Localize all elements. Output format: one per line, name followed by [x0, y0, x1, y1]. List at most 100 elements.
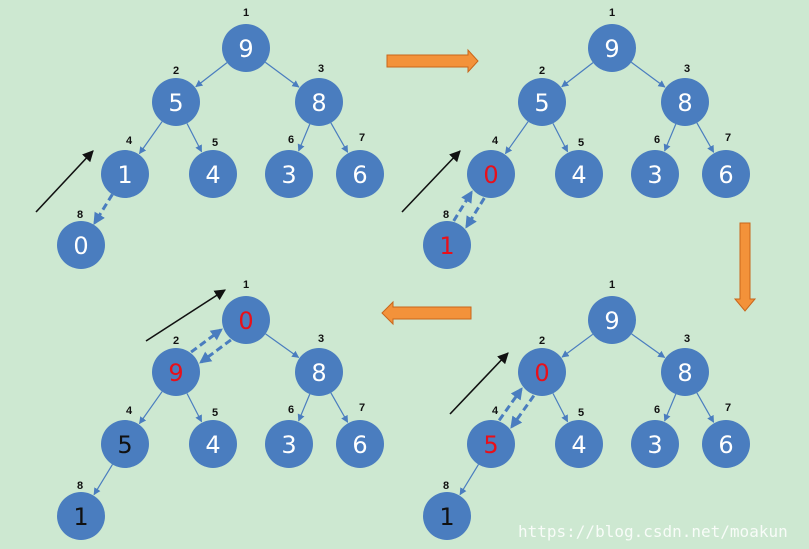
tree-edge [696, 392, 715, 423]
heap-node: 0 [518, 348, 566, 396]
node-index-label: 6 [288, 134, 294, 146]
node-value: 6 [352, 431, 367, 459]
node-value: 8 [311, 359, 326, 387]
heap-node: 3 [631, 150, 679, 198]
node-value: 4 [571, 161, 586, 189]
node-index-label: 5 [212, 137, 218, 149]
node-circle [588, 24, 636, 72]
node-index-label: 3 [684, 333, 690, 345]
heap-node: 0 [222, 296, 270, 344]
node-value: 9 [604, 307, 619, 335]
node-value: 3 [281, 431, 296, 459]
node-index-label: 7 [725, 132, 731, 144]
node-value: 5 [168, 89, 183, 117]
node-circle [423, 221, 471, 269]
node-value: 0 [238, 307, 253, 335]
node-index-label: 8 [77, 480, 83, 492]
heap-node: 1 [57, 492, 105, 540]
tree-edge [93, 464, 113, 496]
node-value: 8 [311, 89, 326, 117]
node-circle [518, 78, 566, 126]
tree-edge [186, 123, 203, 153]
node-circle [57, 221, 105, 269]
heap-node: 6 [336, 150, 384, 198]
node-value: 1 [439, 232, 454, 260]
node-index-label: 4 [126, 135, 133, 147]
heap-node: 1 [423, 221, 471, 269]
node-value: 0 [73, 232, 88, 260]
node-index-label: 7 [359, 132, 365, 144]
node-circle [702, 420, 750, 468]
node-index-label: 8 [443, 209, 449, 221]
node-circle [189, 150, 237, 198]
tree-edge [552, 123, 569, 153]
node-circle [555, 420, 603, 468]
tree-edge [264, 61, 300, 88]
node-index-label: 7 [359, 402, 365, 414]
heap-node: 1 [101, 150, 149, 198]
heap-node: 8 [295, 78, 343, 126]
heap-node: 1 [423, 492, 471, 540]
node-circle [336, 420, 384, 468]
node-index-label: 6 [654, 134, 660, 146]
node-circle [152, 348, 200, 396]
node-circle [295, 348, 343, 396]
node-circle [57, 492, 105, 540]
heap-node: 8 [295, 348, 343, 396]
node-index-label: 4 [492, 405, 499, 417]
heap-node: 0 [57, 221, 105, 269]
heap-node: 8 [661, 348, 709, 396]
heap-node: 4 [555, 420, 603, 468]
tree-edge [696, 122, 715, 153]
node-value: 9 [604, 35, 619, 63]
node-index-label: 3 [318, 63, 324, 75]
orange-flow-arrow [733, 222, 757, 312]
node-index-label: 7 [725, 402, 731, 414]
node-index-label: 3 [318, 333, 324, 345]
direction-arrow [401, 150, 461, 213]
node-index-label: 4 [126, 405, 133, 417]
node-index-label: 8 [77, 209, 83, 221]
tree-edge [663, 123, 677, 152]
node-circle [661, 348, 709, 396]
node-index-label: 4 [492, 135, 499, 147]
node-index-label: 1 [243, 7, 249, 19]
tree-edge [330, 392, 349, 423]
node-index-label: 6 [288, 404, 294, 416]
orange-flow-arrow [381, 300, 472, 326]
heap-node: 5 [518, 78, 566, 126]
heap-node: 8 [661, 78, 709, 126]
tree-edge [630, 61, 666, 88]
tree-edge [663, 393, 677, 422]
node-circle [222, 296, 270, 344]
node-index-label: 5 [578, 407, 584, 419]
node-circle [265, 420, 313, 468]
tree-edge [459, 464, 479, 496]
node-circle [265, 150, 313, 198]
node-value: 5 [117, 431, 132, 459]
tree-edge [138, 391, 163, 425]
node-circle [555, 150, 603, 198]
node-value: 5 [483, 431, 498, 459]
direction-arrow [35, 150, 94, 213]
watermark-text: https://blog.csdn.net/moakun [518, 522, 788, 541]
node-value: 1 [439, 503, 454, 531]
node-value: 1 [117, 161, 132, 189]
node-circle [518, 348, 566, 396]
node-index-label: 5 [212, 407, 218, 419]
node-index-label: 2 [539, 335, 545, 347]
heap-node: 0 [467, 150, 515, 198]
heap-node: 9 [588, 296, 636, 344]
node-value: 8 [677, 89, 692, 117]
node-index-label: 2 [173, 65, 179, 77]
node-circle [222, 24, 270, 72]
tree-edge [297, 123, 311, 152]
swap-arrow-up [190, 328, 223, 354]
swap-arrow-down [199, 338, 232, 364]
heap-node: 9 [222, 24, 270, 72]
node-index-label: 8 [443, 480, 449, 492]
node-value: 4 [205, 431, 220, 459]
node-value: 6 [352, 161, 367, 189]
